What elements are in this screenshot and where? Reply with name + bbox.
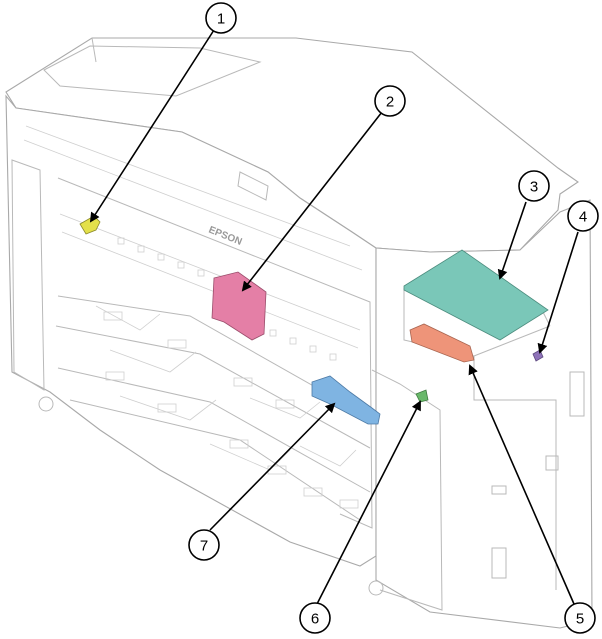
part-6-shape bbox=[415, 389, 429, 403]
callout-2-label: 2 bbox=[386, 94, 394, 111]
part-7-shape bbox=[311, 375, 381, 425]
leader-1 bbox=[89, 29, 215, 223]
leader-lines bbox=[89, 29, 579, 605]
leader-4 bbox=[537, 231, 579, 354]
leader-5 bbox=[468, 364, 575, 605]
leader-3 bbox=[497, 201, 527, 280]
callout-7: 7 bbox=[188, 529, 220, 561]
part-5-shape bbox=[409, 323, 475, 363]
callout-4-label: 4 bbox=[579, 209, 587, 226]
part-3-shape bbox=[403, 249, 549, 341]
part-5-highlight bbox=[409, 323, 475, 363]
callout-3-label: 3 bbox=[530, 179, 538, 196]
part-2-shape bbox=[211, 271, 267, 341]
leader-7 bbox=[209, 402, 336, 531]
part-6-highlight bbox=[415, 389, 429, 403]
callout-1-label: 1 bbox=[217, 11, 225, 28]
callout-7-label: 7 bbox=[200, 538, 208, 555]
callout-6: 6 bbox=[299, 602, 331, 634]
callout-2: 2 bbox=[374, 85, 406, 117]
callout-4: 4 bbox=[567, 200, 599, 232]
part-7-highlight bbox=[311, 375, 381, 425]
callout-5: 5 bbox=[564, 602, 596, 634]
part-2-highlight bbox=[211, 271, 267, 341]
callout-3: 3 bbox=[518, 170, 550, 202]
callout-1: 1 bbox=[205, 2, 237, 34]
leader-6 bbox=[316, 400, 421, 605]
leader-2 bbox=[241, 111, 383, 292]
callout-5-label: 5 bbox=[576, 611, 584, 628]
callout-6-label: 6 bbox=[311, 611, 319, 628]
part-3-highlight bbox=[403, 249, 549, 341]
